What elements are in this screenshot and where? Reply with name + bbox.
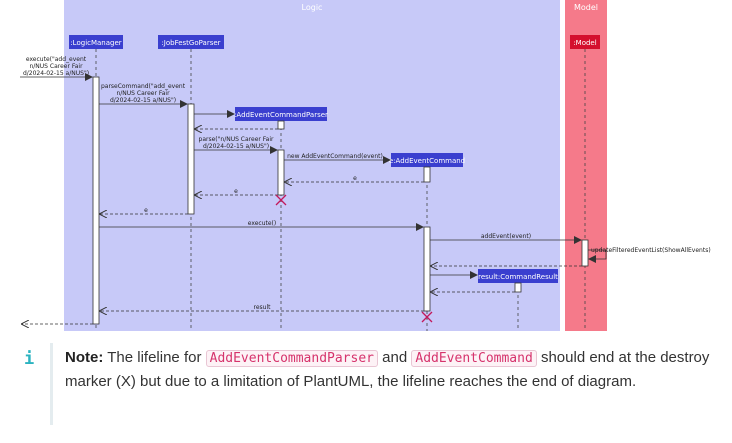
msg-parse-command-label-3: d/2024-02-15 a/NUS"): [110, 97, 176, 104]
msg-parse-label-1: parse("n/NUS Career Fair: [199, 136, 274, 143]
msg-result-return-label: result: [254, 304, 272, 311]
participant-model-label: :Model: [573, 39, 596, 47]
msg-return-e3-label: e: [144, 207, 148, 214]
msg-execute-label-2: n/NUS Career Fair: [29, 63, 83, 70]
note-border: [50, 343, 53, 425]
note-text: Note: The lifeline for AddEventCommandPa…: [65, 346, 715, 393]
msg-execute-label-1: execute("add_event: [26, 56, 87, 63]
msg-execute-call-label: execute(): [248, 220, 276, 227]
msg-parse-label-2: d/2024-02-15 a/NUS"): [203, 143, 269, 150]
participant-command: [391, 153, 463, 167]
participant-result-label: result:CommandResult: [478, 273, 558, 281]
msg-return-e2-label: e: [234, 188, 238, 195]
participant-command-parser-label: :AddEventCommandParser: [234, 111, 328, 119]
activation-model: [581, 239, 589, 267]
participant-command-label: e:AddEventCommand: [389, 157, 465, 165]
note-code-command: AddEventCommand: [411, 350, 537, 367]
activation-command-parser-1: [277, 120, 285, 130]
note-text-3: should end at the destroy marker (X) but…: [65, 349, 710, 390]
participant-logic-manager: [69, 35, 123, 49]
logic-box-label: Logic: [302, 3, 323, 12]
note-text-1: The lifeline for: [107, 349, 202, 366]
note-label: Note:: [65, 349, 104, 366]
info-icon: i: [24, 349, 35, 369]
participant-parser-label: :JobFestGoParser: [161, 39, 220, 47]
msg-execute-label-3: d/2024-02-15 a/NUS"): [23, 70, 89, 77]
activation-command-parser-2: [277, 149, 285, 196]
activation-logic-manager: [92, 76, 100, 325]
msg-parse-command-label-1: parseCommand("add_event: [101, 83, 186, 90]
msg-update-list-label: updateFilteredEventList(ShowAllEvents): [591, 247, 711, 254]
activation-command-2: [423, 226, 431, 312]
note-callout: i Note: The lifeline for AddEventCommand…: [0, 343, 732, 443]
model-box: [565, 0, 607, 331]
participant-logic-manager-label: :LogicManager: [70, 39, 121, 47]
sequence-diagram: Logic Model :LogicManager :JobFestGoPars…: [20, 0, 711, 331]
msg-parse-command-label-2: n/NUS Career Fair: [116, 90, 170, 97]
destroy-marker-command: [421, 311, 433, 323]
msg-add-event-label: addEvent(event): [481, 233, 531, 240]
msg-return-e1-label: e: [353, 175, 357, 182]
msg-update-list-arrow: [588, 249, 607, 263]
msg-new-command-label: new AddEventCommand(event): [287, 153, 383, 160]
destroy-marker-command-parser: [275, 194, 287, 206]
note-code-parser: AddEventCommandParser: [205, 350, 378, 367]
participant-model: [570, 35, 600, 49]
activation-result: [514, 282, 522, 293]
participant-result: [478, 269, 558, 283]
participant-parser: [158, 35, 224, 49]
activation-command: [423, 166, 431, 183]
note-text-2: and: [382, 349, 408, 366]
model-box-label: Model: [574, 3, 598, 12]
activation-parser: [187, 103, 195, 215]
participant-command-parser: [235, 107, 327, 121]
